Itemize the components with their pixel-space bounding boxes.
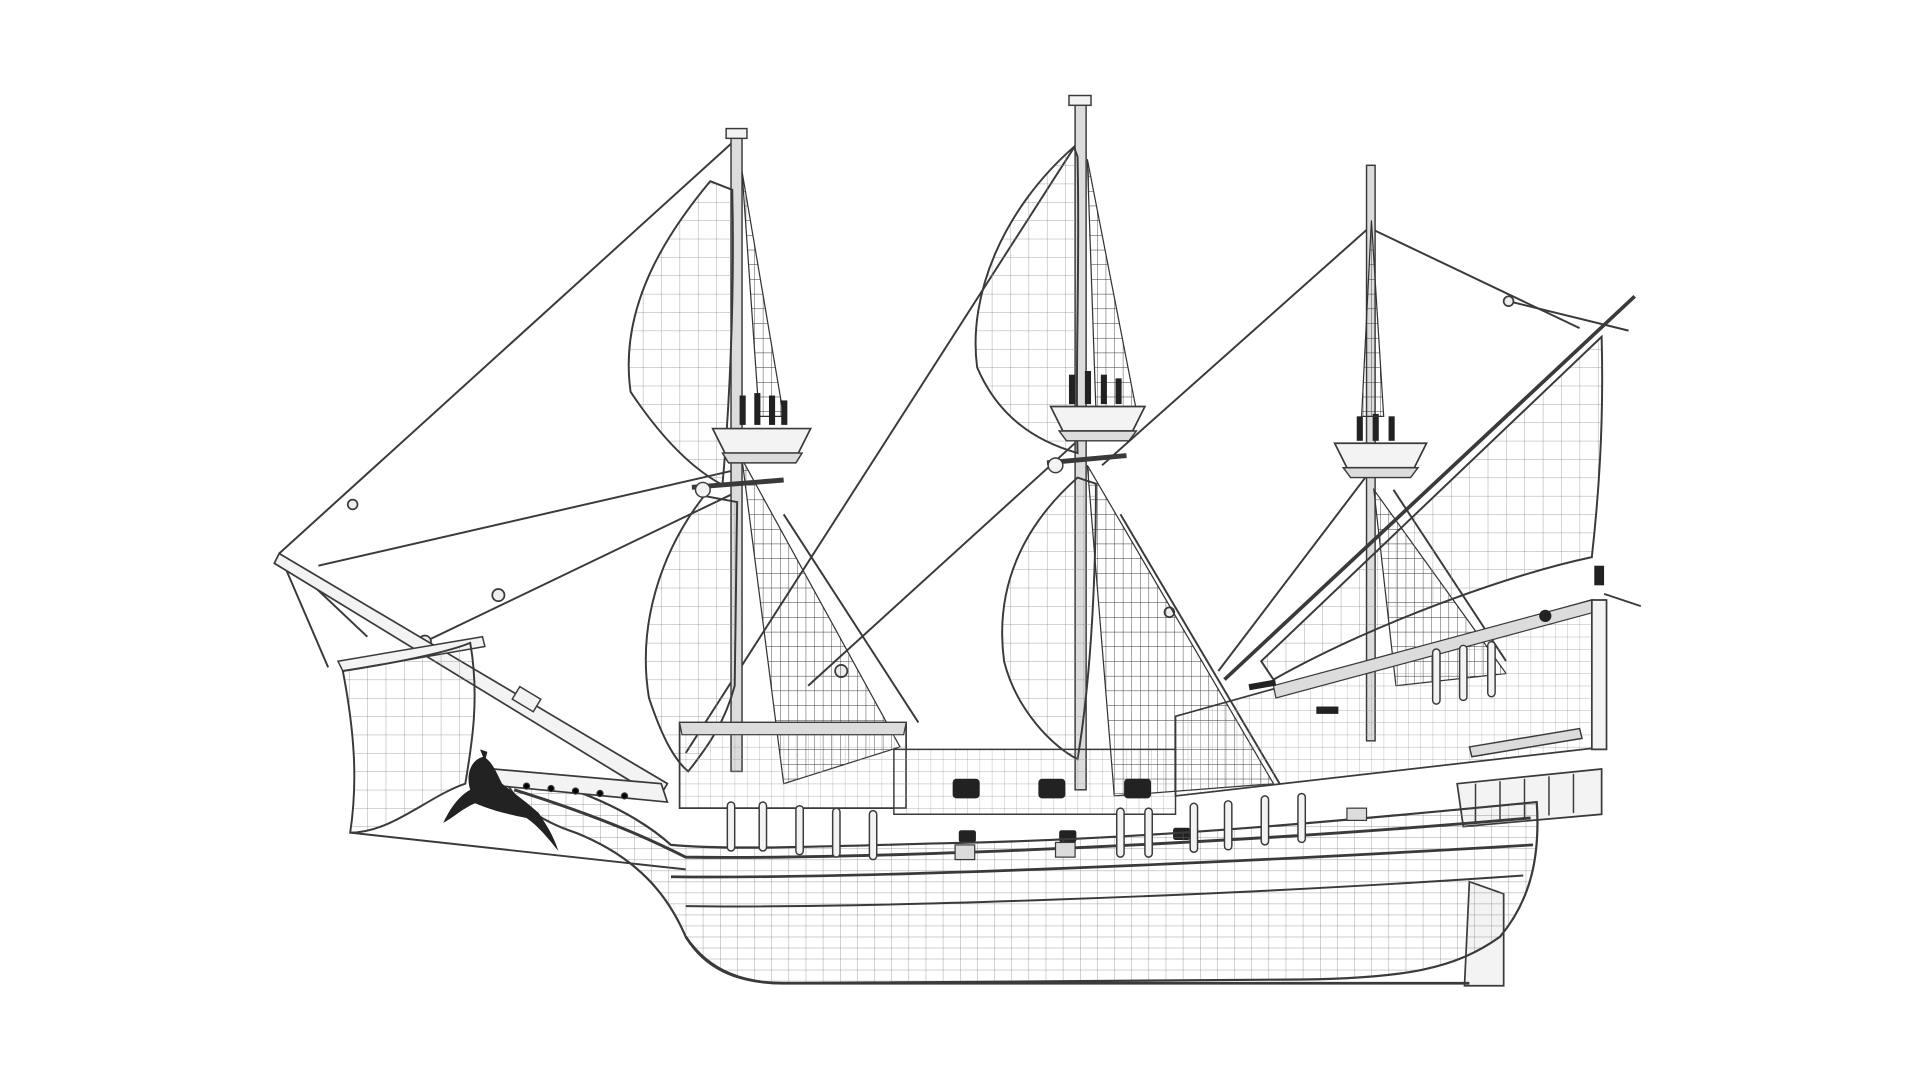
fore-topsail — [627, 180, 734, 487]
main-course-sail — [1001, 476, 1097, 761]
mizzen-lateen-sail — [1259, 334, 1604, 681]
deadeyes — [726, 640, 1496, 861]
spritsail — [341, 641, 476, 834]
figurehead-horse — [443, 749, 559, 852]
main-topsail — [974, 145, 1080, 455]
hull — [492, 640, 1539, 987]
forecastle — [678, 721, 1191, 843]
foremast — [627, 127, 901, 785]
hull-body — [500, 770, 1539, 985]
